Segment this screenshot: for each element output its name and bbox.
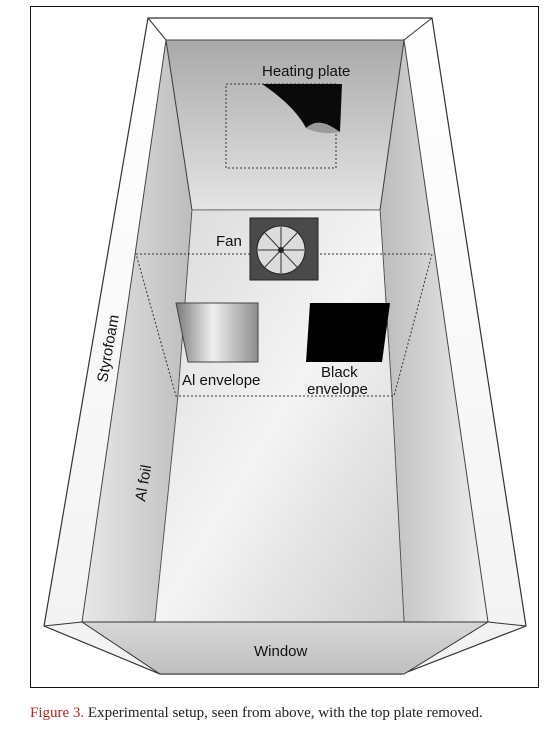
- rim-edge: [147, 17, 167, 41]
- black-envelope: [306, 303, 390, 362]
- rim-edge: [487, 621, 527, 627]
- figure-caption: Figure 3. Experimental setup, seen from …: [30, 705, 550, 722]
- fan-label: Fan: [216, 233, 242, 250]
- window-label: Window: [254, 643, 308, 660]
- al-envelope-label: Al envelope: [182, 372, 260, 389]
- heating-plate: [262, 84, 342, 132]
- setup-diagram: Heating plate Fan Styrofoam Al foil Al e…: [43, 17, 527, 675]
- black-envelope-label-line2: envelope: [307, 381, 368, 398]
- caption-text: Experimental setup, seen from above, wit…: [87, 705, 483, 721]
- rim-edge: [403, 17, 433, 41]
- al-foil-label: Al foil: [132, 464, 155, 503]
- window-face: [80, 621, 490, 675]
- fan-blades: [258, 227, 304, 273]
- envelope-plane-outline: [135, 253, 433, 397]
- black-envelope-label-line1: Black: [321, 364, 358, 381]
- heating-plate-curl: [306, 122, 340, 134]
- fan-hub: [278, 247, 284, 253]
- caption-figure-number: Figure 3.: [30, 705, 85, 721]
- al-envelope: [175, 302, 259, 363]
- heating-plate-label: Heating plate: [262, 63, 350, 80]
- rim-edge: [43, 621, 83, 627]
